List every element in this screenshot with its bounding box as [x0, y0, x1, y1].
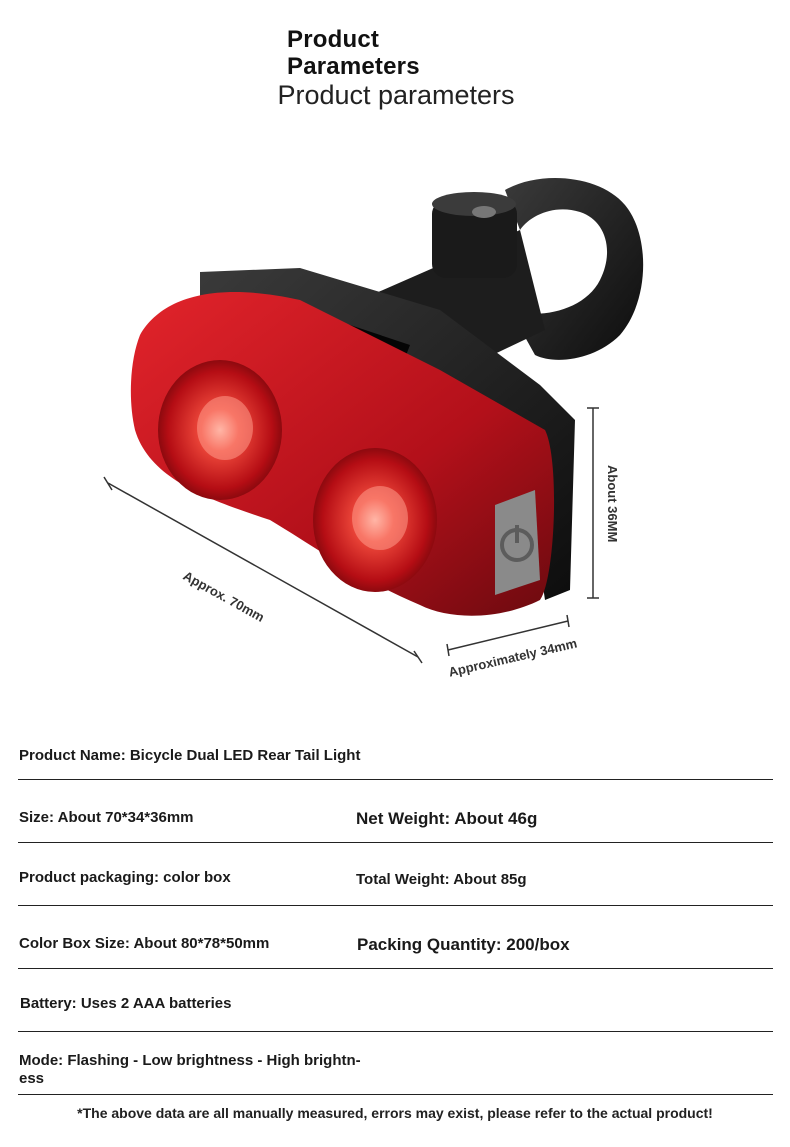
spec-size: Size: About 70*34*36mm: [19, 809, 194, 826]
spec-mode-line2: ess: [19, 1070, 45, 1087]
spec-row: Color Box Size: About 80*78*50mm Packing…: [18, 906, 773, 969]
led-lenses: [158, 360, 437, 592]
spec-packaging: Product packaging: color box: [19, 869, 231, 886]
spec-mode-line1: Mode: Flashing - Low brightness - High b…: [19, 1052, 361, 1069]
spec-row: Size: About 70*34*36mm Net Weight: About…: [18, 780, 773, 843]
title-block: Product Parameters: [287, 26, 420, 80]
disclaimer-footnote: *The above data are all manually measure…: [77, 1105, 713, 1121]
spec-total-weight: Total Weight: About 85g: [356, 871, 527, 888]
power-button: [495, 490, 540, 595]
spec-row: Mode: Flashing - Low brightness - High b…: [18, 1032, 773, 1095]
spec-box-size: Color Box Size: About 80*78*50mm: [19, 935, 270, 952]
page-title-line2: Parameters: [287, 53, 420, 80]
spec-packing-quantity: Packing Quantity: 200/box: [357, 935, 570, 954]
height-dimension-label: About 36MM: [605, 465, 620, 543]
page-subtitle: Product parameters: [0, 80, 790, 111]
spec-product-name: Product Name: Bicycle Dual LED Rear Tail…: [19, 747, 361, 764]
page-subtitle-text: Product parameters: [277, 80, 515, 110]
adjust-knob: [432, 192, 517, 278]
spec-row: Battery: Uses 2 AAA batteries: [18, 969, 773, 1032]
spec-mode: Mode: Flashing - Low brightness - High b…: [19, 1052, 361, 1088]
page-title-line1: Product: [287, 26, 380, 53]
spec-net-weight: Net Weight: About 46g: [356, 809, 538, 828]
spec-table: Product Name: Bicycle Dual LED Rear Tail…: [18, 730, 773, 1095]
spec-row: Product Name: Bicycle Dual LED Rear Tail…: [18, 730, 773, 780]
product-image: [103, 178, 644, 664]
dimension-lines: [103, 407, 599, 664]
spec-row: Product packaging: color box Total Weigh…: [18, 843, 773, 906]
spec-battery: Battery: Uses 2 AAA batteries: [20, 995, 232, 1012]
